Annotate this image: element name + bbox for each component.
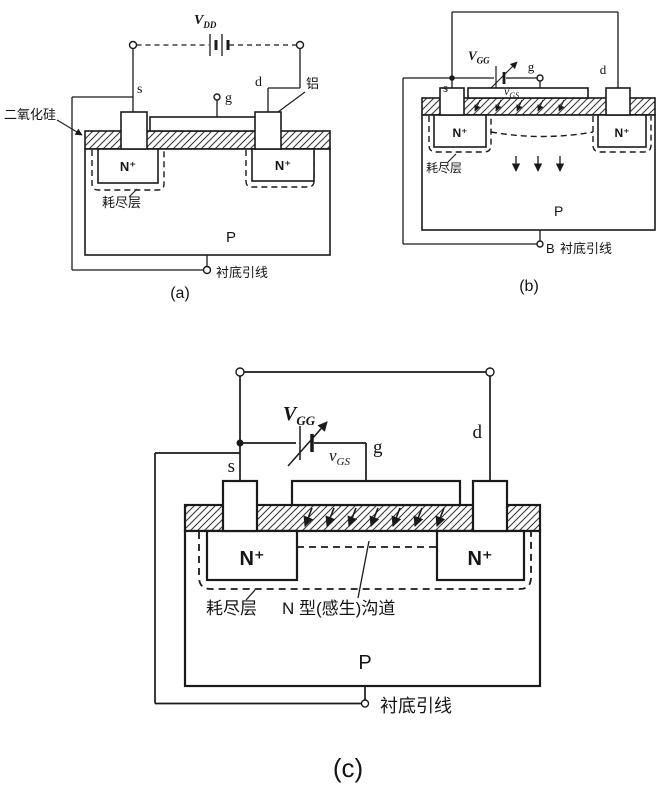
fig-c-drain-label: d bbox=[473, 422, 483, 443]
fig-a-source-contact bbox=[120, 111, 148, 150]
fig-a-drain-contact bbox=[254, 111, 282, 150]
fig-a-gate-electrode bbox=[149, 116, 263, 132]
fig-b-substrate-field-arrows bbox=[511, 156, 565, 172]
fig-a-drain-label: d bbox=[255, 75, 262, 90]
fig-c-nplus-right-label: N⁺ bbox=[468, 548, 493, 570]
fig-b-device bbox=[421, 87, 656, 231]
fig-c-channel-leader bbox=[357, 540, 370, 599]
fig-a-nplus-right-label: N⁺ bbox=[275, 158, 291, 173]
figure-a: VDD s g d 铝 二氧化硅 N⁺ N⁺ 耗尽层 P 衬底引线 (a) bbox=[4, 13, 331, 302]
fig-c-depletion-boundary bbox=[198, 532, 532, 590]
fig-c-device bbox=[183, 479, 542, 688]
fig-a-terminal-node-left bbox=[128, 40, 138, 50]
figure-b: VGG vGS s g d N⁺ N⁺ 耗尽层 P B 衬底引线 (b) bbox=[402, 11, 656, 295]
fig-b-vgg-label: VGG bbox=[468, 48, 490, 66]
fig-a-vdd-label: VDD bbox=[194, 13, 217, 30]
fig-c-terminal-node-right bbox=[485, 367, 495, 377]
fig-a-gate-label: g bbox=[225, 91, 232, 106]
fig-c-substrate-lead-label: 衬底引线 bbox=[380, 696, 452, 716]
fig-a-aluminum-label: 铝 bbox=[306, 76, 319, 91]
fig-b-source-label: s bbox=[443, 80, 448, 95]
fig-b-junction-dot bbox=[449, 75, 455, 81]
fig-c-nplus-region-left bbox=[205, 529, 299, 582]
fig-c-channel-label: N 型(感生)沟道 bbox=[282, 599, 395, 618]
fig-c-terminal-node-left bbox=[235, 367, 245, 377]
fig-a-terminal-node-right bbox=[295, 40, 305, 50]
fig-b-gate-label: g bbox=[528, 59, 535, 74]
fig-b-substrate-terminal-node bbox=[536, 240, 544, 248]
fig-b-substrate-lead-label: 衬底引线 bbox=[560, 241, 612, 256]
fig-c-vgs-label: vGS bbox=[329, 446, 350, 468]
fig-b-depletion-boundary-middle bbox=[490, 131, 594, 138]
fig-b-wires bbox=[402, 11, 619, 248]
fig-c-vgg-label: VGG bbox=[283, 403, 316, 428]
fig-a-wires bbox=[71, 40, 305, 275]
fig-a-depletion-label: 耗尽层 bbox=[102, 195, 141, 210]
fig-a-aluminum-leader bbox=[277, 91, 306, 113]
fig-b-depletion-label: 耗尽层 bbox=[426, 161, 462, 175]
fig-c-caption: (c) bbox=[333, 753, 363, 783]
fig-c-drain-contact bbox=[471, 479, 509, 533]
fig-a-sio2-leader-arrow bbox=[56, 119, 83, 136]
fig-a-depletion-boundary-right bbox=[245, 150, 315, 188]
fig-b-nplus-region-left bbox=[433, 114, 487, 148]
fig-b-source-contact bbox=[439, 87, 465, 116]
fig-b-gate-electrode bbox=[467, 87, 589, 99]
fig-b-caption: (b) bbox=[519, 278, 539, 295]
fig-c-variable-arrow bbox=[287, 421, 328, 467]
fig-c-nplus-left-label: N⁺ bbox=[240, 548, 265, 570]
fig-b-nplus-right-label: N⁺ bbox=[615, 126, 630, 140]
fig-b-nplus-left-label: N⁺ bbox=[453, 126, 468, 140]
fig-c-source-contact bbox=[221, 479, 259, 533]
fig-a-nplus-region-right bbox=[251, 148, 315, 182]
fig-a-gate-terminal-node bbox=[213, 93, 221, 101]
fig-a-source-label: s bbox=[137, 82, 142, 97]
fig-a-substrate-label: P bbox=[226, 229, 236, 246]
fig-b-gate-terminal-node bbox=[536, 74, 544, 82]
fig-a-device bbox=[84, 111, 331, 256]
fig-b-substrate-label: P bbox=[554, 203, 563, 219]
fig-c-substrate-terminal-node bbox=[360, 699, 370, 708]
fig-c-depletion-leader bbox=[245, 589, 256, 601]
fig-b-drain-contact bbox=[605, 87, 631, 116]
fig-a-substrate-lead-label: 衬底引线 bbox=[216, 265, 268, 280]
fig-a-battery-icon bbox=[209, 34, 230, 56]
fig-a-sio2-label: 二氧化硅 bbox=[4, 107, 56, 122]
fig-c-gate-label: g bbox=[373, 437, 383, 458]
fig-b-nplus-region-right bbox=[597, 114, 647, 148]
fig-c-battery-icon bbox=[287, 421, 328, 467]
fig-a-substrate-terminal-node bbox=[202, 265, 212, 275]
fig-c-gate-electrode bbox=[290, 479, 462, 507]
fig-b-body-label: B bbox=[546, 241, 555, 256]
fig-a-nplus-left-label: N⁺ bbox=[120, 159, 136, 174]
fig-c-source-label: s bbox=[228, 456, 235, 477]
fig-a-depletion-boundary-left bbox=[91, 150, 165, 191]
fig-a-caption: (a) bbox=[170, 285, 190, 302]
fig-c-nplus-region-right bbox=[435, 529, 526, 582]
fig-b-depletion-leader bbox=[447, 153, 457, 163]
fig-c-gate-field-arrows bbox=[303, 507, 446, 527]
fig-b-gate-field-arrows bbox=[474, 99, 565, 112]
fig-c-wires bbox=[154, 367, 495, 708]
fig-c-substrate-label: P bbox=[358, 652, 371, 674]
fig-b-depletion-boundary-left bbox=[428, 116, 492, 153]
fig-a-depletion-leader bbox=[128, 188, 138, 198]
fig-b-depletion-boundary-right bbox=[592, 116, 652, 153]
fig-c-depletion-label: 耗尽层 bbox=[206, 599, 257, 618]
fig-b-vgs-label: vGS bbox=[504, 84, 519, 100]
fig-b-drain-label: d bbox=[600, 62, 607, 77]
figure-c: VGG vGS s g d N⁺ N⁺ 耗尽层 N 型(感生)沟道 P 衬底引线… bbox=[154, 367, 542, 783]
